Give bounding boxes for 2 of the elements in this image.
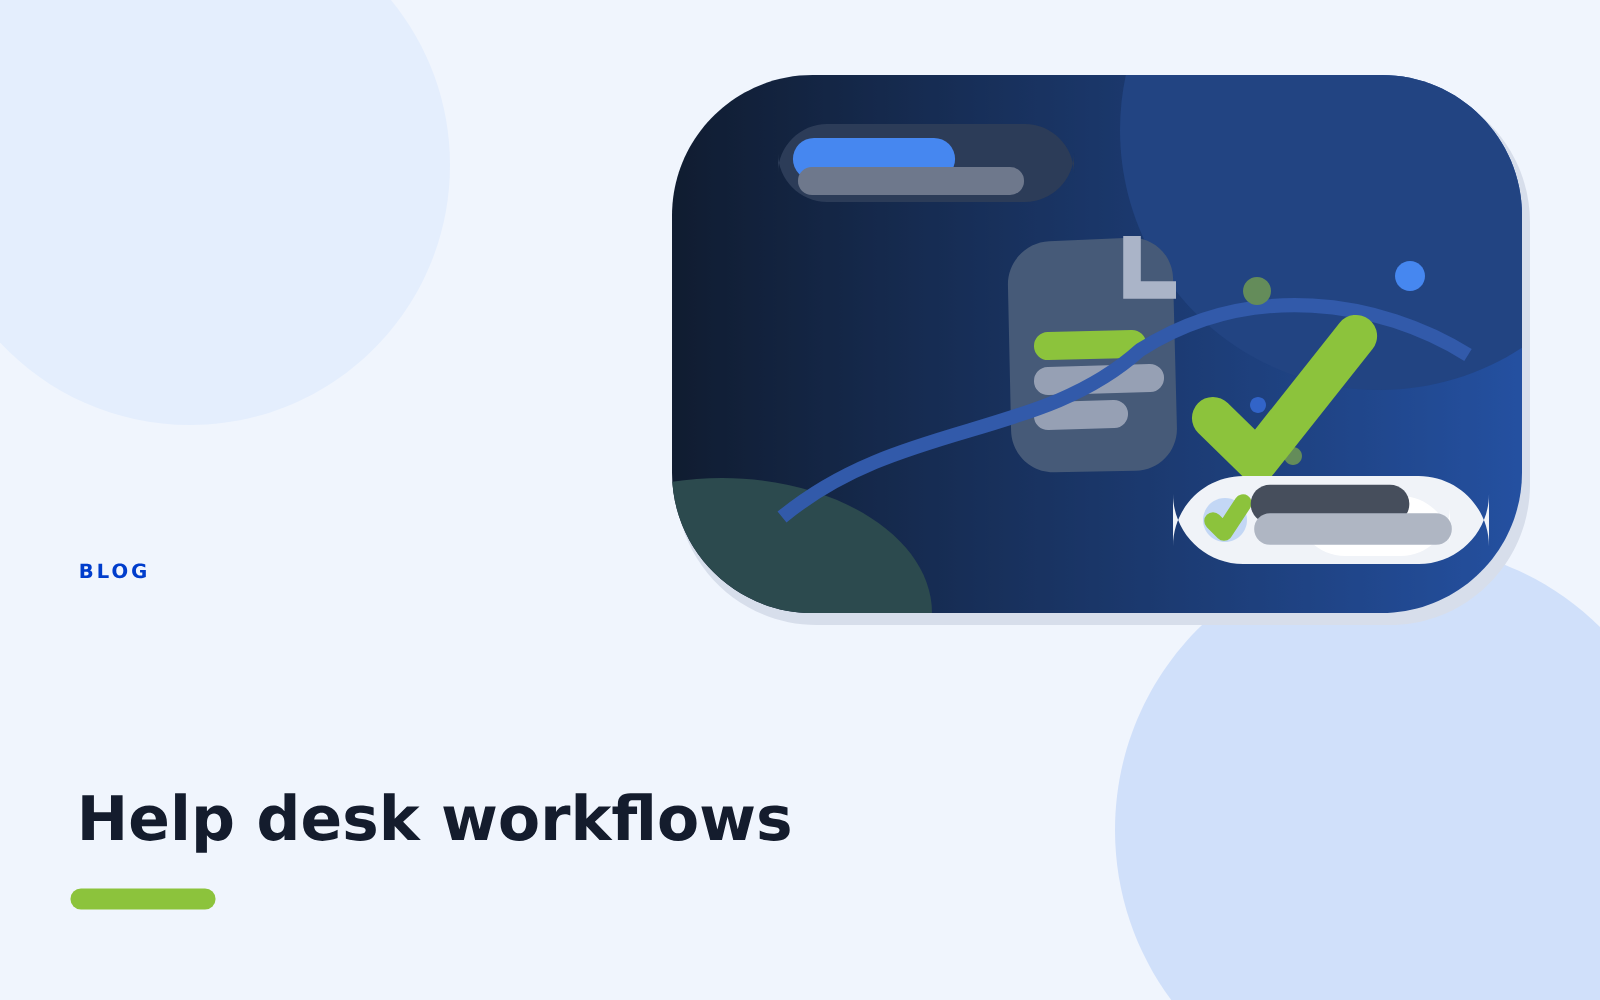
category-label: BLOG	[80, 563, 146, 579]
title: Help desk workflows	[82, 793, 790, 853]
